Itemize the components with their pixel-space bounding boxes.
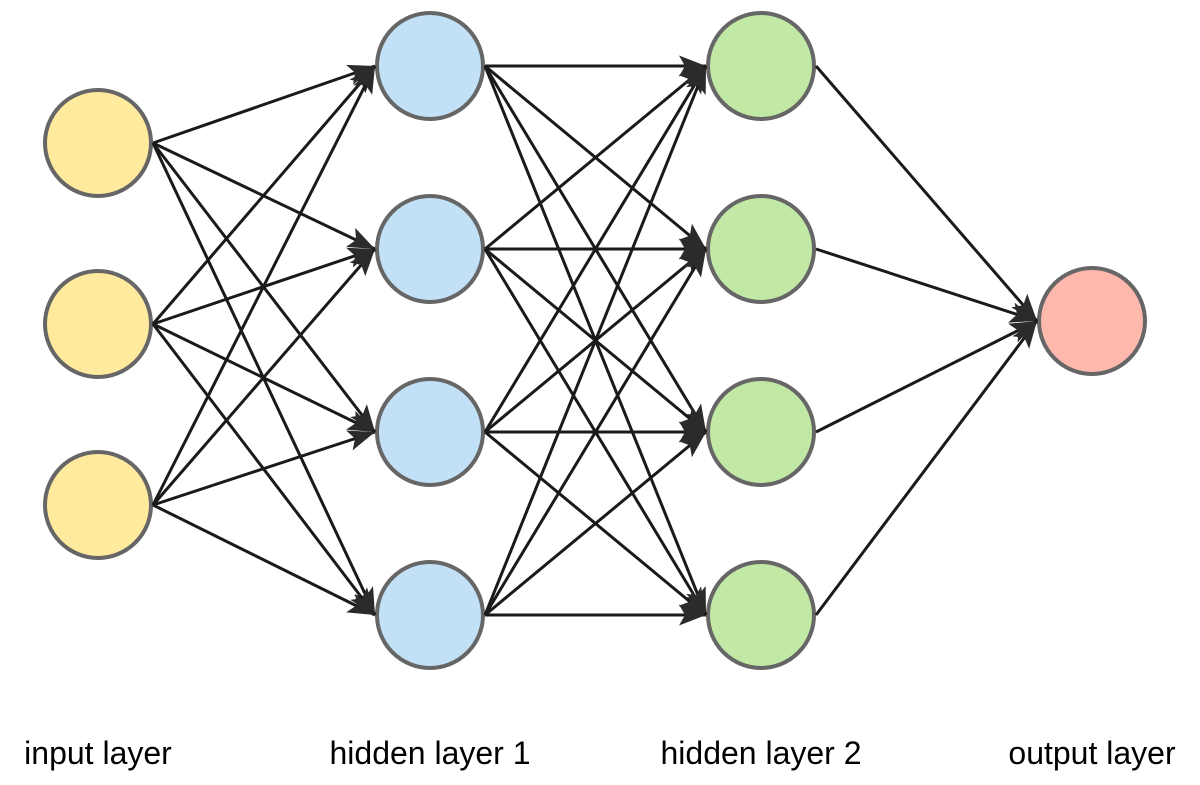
node-input-3 [43,450,153,560]
edge-input-1-hidden1-1 [152,64,376,145]
node-hidden1-2 [375,194,485,304]
edge-hidden1-2-hidden2-1 [484,64,707,251]
edge-hidden2-3-output-1 [815,319,1038,434]
edge-hidden1-4-hidden2-1 [483,65,708,616]
node-hidden2-3 [706,377,816,487]
label-output-layer: output layer [1008,735,1176,771]
node-output-1 [1037,266,1147,376]
node-hidden1-4 [375,560,485,670]
edge-hidden2-4-output-1 [814,320,1039,616]
node-input-1 [43,88,153,198]
node-hidden2-1 [706,11,816,121]
edge-input-2-hidden1-1 [151,65,377,325]
label-hidden-layer-1: hidden layer 1 [329,735,531,771]
edge-hidden1-4-hidden2-2 [483,248,708,616]
node-hidden1-3 [375,377,485,487]
edge-hidden1-4-hidden2-3 [484,430,707,617]
node-hidden2-2 [706,194,816,304]
node-hidden2-4 [706,560,816,670]
edge-hidden2-1-output-1 [814,65,1039,322]
node-hidden1-1 [375,11,485,121]
edge-input-3-hidden1-4 [152,503,376,617]
label-input-layer: input layer [24,735,172,771]
label-hidden-layer-2: hidden layer 2 [660,735,862,771]
edge-input-3-hidden1-3 [152,430,376,507]
node-input-2 [43,269,153,379]
edge-hidden1-3-hidden2-1 [483,65,708,433]
edge-input-3-hidden1-1 [151,65,377,506]
edge-hidden2-2-output-1 [815,247,1038,323]
edge-input-3-hidden1-2 [151,248,377,506]
